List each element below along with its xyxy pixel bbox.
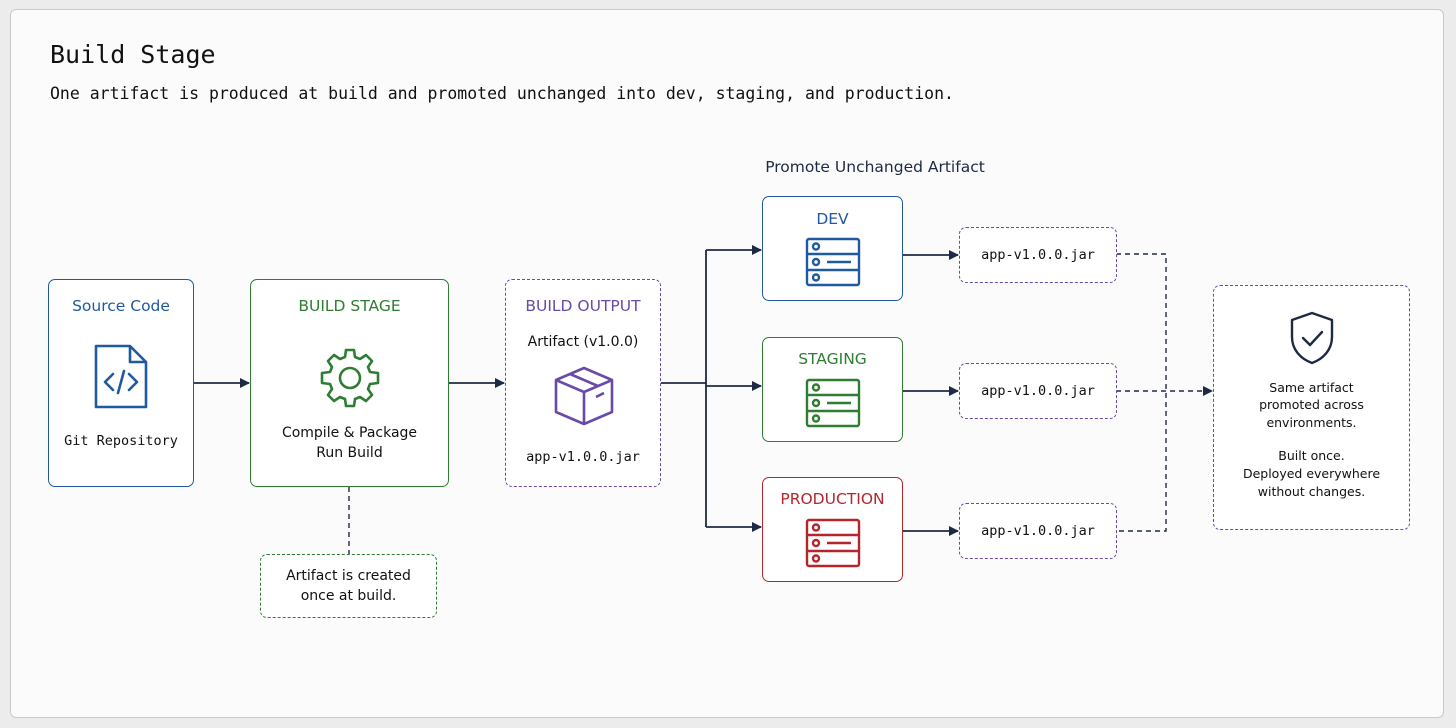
summary-line2: promoted across bbox=[1259, 397, 1364, 412]
env-box-staging: STAGING bbox=[762, 337, 903, 442]
env-title-production: PRODUCTION bbox=[780, 490, 885, 508]
build-output-box: BUILD OUTPUT Artifact (v1.0.0) app-v1.0.… bbox=[505, 279, 661, 487]
source-code-title: Source Code bbox=[72, 297, 170, 315]
server-icon bbox=[805, 518, 861, 568]
summary-line6: without changes. bbox=[1257, 484, 1366, 499]
build-note-box: Artifact is created once at build. bbox=[260, 554, 437, 618]
jar-label-staging: app-v1.0.0.jar bbox=[981, 383, 1095, 399]
build-stage-line2: Run Build bbox=[316, 445, 383, 461]
jar-box-staging: app-v1.0.0.jar bbox=[959, 363, 1117, 419]
source-code-box: Source Code Git Repository bbox=[48, 279, 194, 487]
server-icon bbox=[805, 378, 861, 428]
shield-check-icon bbox=[1290, 311, 1334, 365]
env-box-dev: DEV bbox=[762, 196, 903, 301]
server-icon bbox=[805, 237, 861, 287]
diagram-frame bbox=[10, 9, 1444, 718]
build-output-artifact: Artifact (v1.0.0) bbox=[527, 334, 639, 350]
summary-line4: Built once. bbox=[1278, 448, 1345, 463]
build-stage-line1: Compile & Package bbox=[281, 425, 418, 441]
build-stage-box: BUILD STAGE Compile & Package Run Build bbox=[250, 279, 449, 487]
dashed-jar-bracket bbox=[1116, 253, 1167, 532]
summary-line1: Same artifact bbox=[1269, 380, 1354, 395]
source-code-caption: Git Repository bbox=[64, 433, 178, 449]
summary-box: Same artifact promoted across environmen… bbox=[1213, 285, 1410, 530]
package-box-icon bbox=[554, 366, 614, 426]
gear-icon bbox=[320, 348, 380, 408]
jar-label-production: app-v1.0.0.jar bbox=[981, 523, 1095, 539]
page-title: Build Stage bbox=[50, 40, 216, 69]
build-output-file: app-v1.0.0.jar bbox=[526, 449, 640, 465]
jar-box-production: app-v1.0.0.jar bbox=[959, 503, 1117, 559]
code-file-icon bbox=[94, 344, 148, 409]
jar-box-dev: app-v1.0.0.jar bbox=[959, 227, 1117, 283]
env-box-production: PRODUCTION bbox=[762, 477, 903, 582]
build-note-line1: Artifact is created bbox=[286, 568, 411, 584]
promote-group-label: Promote Unchanged Artifact bbox=[765, 158, 985, 176]
summary-line3: environments. bbox=[1266, 415, 1357, 430]
env-title-staging: STAGING bbox=[798, 350, 867, 368]
build-output-title: BUILD OUTPUT bbox=[525, 297, 641, 315]
build-stage-title: BUILD STAGE bbox=[298, 297, 401, 315]
jar-label-dev: app-v1.0.0.jar bbox=[981, 247, 1095, 263]
env-title-dev: DEV bbox=[816, 210, 849, 228]
summary-line5: Deployed everywhere bbox=[1242, 466, 1381, 481]
page-subtitle: One artifact is produced at build and pr… bbox=[50, 84, 954, 103]
build-note-line2: once at build. bbox=[300, 588, 397, 604]
